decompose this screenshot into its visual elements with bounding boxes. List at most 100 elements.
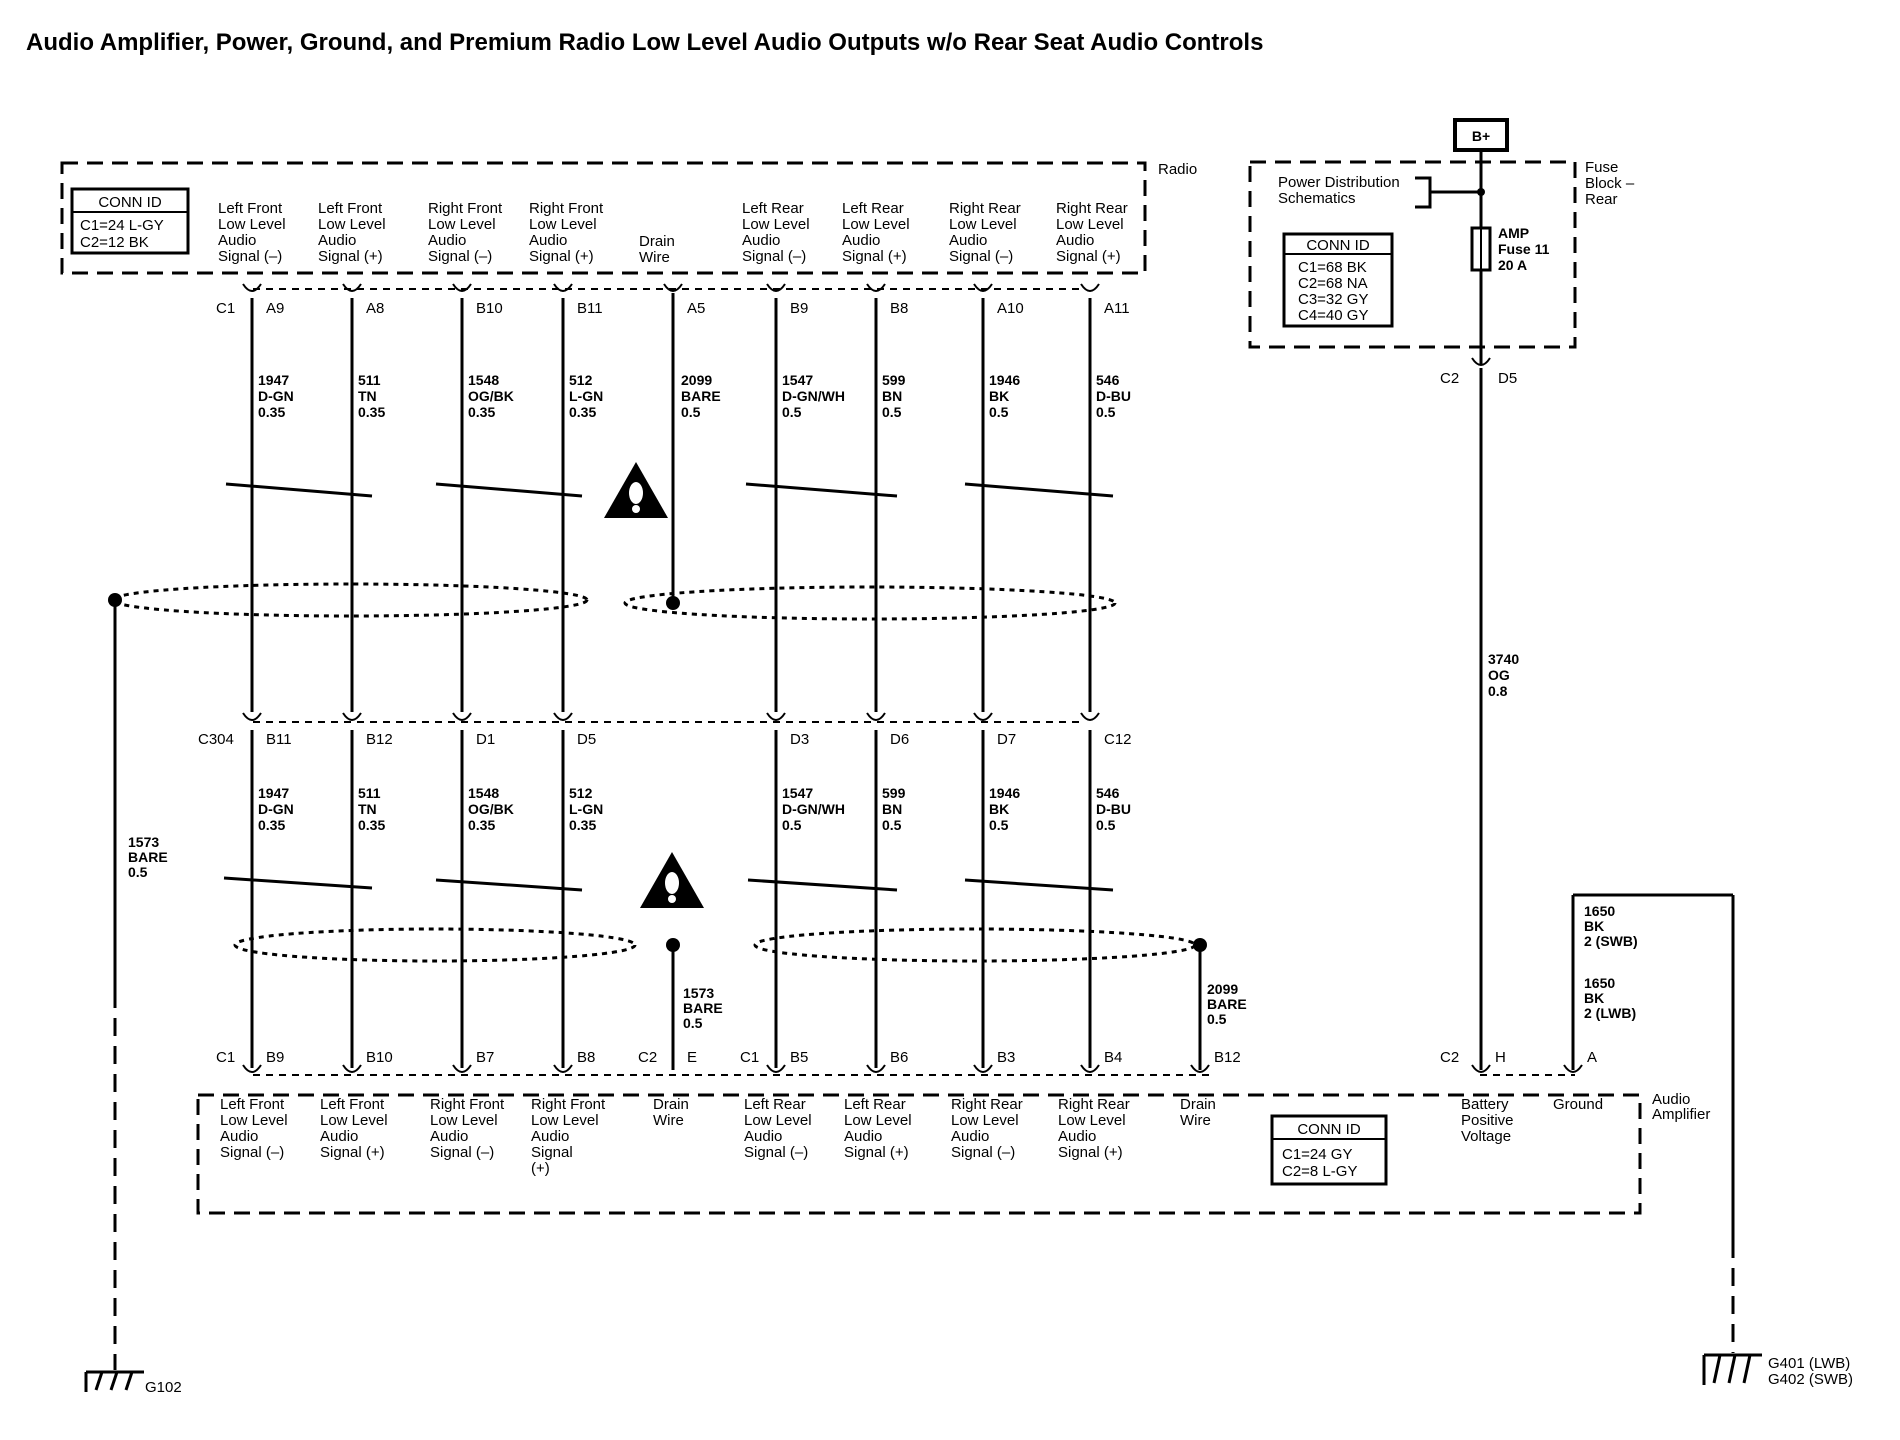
svg-text:Audio: Audio bbox=[842, 232, 880, 249]
signal-wires: 1947D-GN0.35511TN0.351548OG/BK0.35512L-G… bbox=[223, 298, 1131, 1073]
svg-text:BARE: BARE bbox=[683, 1000, 723, 1016]
svg-text:511: 511 bbox=[358, 785, 381, 801]
radio-pin-label: B9 bbox=[790, 300, 808, 317]
amp-terminal-5 bbox=[766, 1064, 786, 1073]
svg-text:512: 512 bbox=[569, 785, 593, 801]
svg-text:OG/BK: OG/BK bbox=[468, 801, 514, 817]
svg-text:TN: TN bbox=[358, 388, 377, 404]
svg-text:C3=32 GY: C3=32 GY bbox=[1298, 291, 1368, 308]
svg-text:C2=8 L-GY: C2=8 L-GY bbox=[1282, 1163, 1357, 1180]
svg-text:Drain: Drain bbox=[653, 1096, 689, 1113]
svg-text:0.5: 0.5 bbox=[782, 404, 802, 420]
svg-text:Low Level: Low Level bbox=[951, 1112, 1019, 1129]
svg-text:Fuse 11: Fuse 11 bbox=[1498, 241, 1550, 257]
svg-text:Low Level: Low Level bbox=[844, 1112, 912, 1129]
svg-text:Right Rear: Right Rear bbox=[949, 200, 1021, 217]
svg-text:BARE: BARE bbox=[128, 849, 168, 865]
svg-text:Signal (–): Signal (–) bbox=[744, 1144, 808, 1161]
svg-text:Battery: Battery bbox=[1461, 1096, 1509, 1113]
ground-icon-g401 bbox=[1702, 1353, 1762, 1385]
wire-label-front-drain: 1573 BARE 0.5 bbox=[683, 985, 723, 1031]
svg-text:0.5: 0.5 bbox=[989, 817, 1009, 833]
radio-pin-label: A9 bbox=[266, 300, 284, 317]
splice-radio-drain bbox=[666, 596, 680, 610]
svg-text:Audio: Audio bbox=[529, 232, 567, 249]
svg-text:0.5: 0.5 bbox=[882, 404, 902, 420]
svg-text:Low Level: Low Level bbox=[318, 216, 386, 233]
svg-text:C1=24 L-GY: C1=24 L-GY bbox=[80, 217, 164, 234]
amp-pin-label: B6 bbox=[890, 1049, 908, 1066]
radio-pin-label: B10 bbox=[476, 300, 503, 317]
c304-pin-d1: D1 bbox=[476, 731, 495, 748]
radio-pin-label: B8 bbox=[890, 300, 908, 317]
c304-pin-d6: D6 bbox=[890, 731, 909, 748]
radio-pin-label: A8 bbox=[366, 300, 384, 317]
fuse-pin-label: D5 bbox=[1498, 370, 1517, 387]
amplifier-box bbox=[196, 1093, 1642, 1215]
svg-text:0.5: 0.5 bbox=[989, 404, 1009, 420]
svg-text:1946: 1946 bbox=[989, 372, 1020, 388]
svg-text:Wire: Wire bbox=[653, 1112, 684, 1129]
svg-text:Right Front: Right Front bbox=[430, 1096, 505, 1113]
svg-text:CONN ID: CONN ID bbox=[1297, 1121, 1361, 1138]
ground-label-g401: G401 (LWB) G402 (SWB) bbox=[1768, 1355, 1853, 1388]
radio-pin-b9 bbox=[766, 283, 786, 292]
svg-text:Audio: Audio bbox=[428, 232, 466, 249]
svg-text:Left Rear: Left Rear bbox=[742, 200, 804, 217]
amp-pin-a bbox=[1563, 1064, 1583, 1073]
amp-pin-label: B12 bbox=[1214, 1049, 1241, 1066]
shield-front-upper bbox=[111, 582, 589, 618]
radio-conn-id: CONN ID C1=24 L-GY C2=12 BK bbox=[70, 187, 190, 255]
svg-text:0.5: 0.5 bbox=[1207, 1011, 1227, 1027]
amp-pin-label: B10 bbox=[366, 1049, 393, 1066]
svg-text:Low Level: Low Level bbox=[320, 1112, 388, 1129]
c304-pin-d3: D3 bbox=[790, 731, 809, 748]
signal-wire-3 bbox=[452, 298, 472, 1073]
svg-text:0.35: 0.35 bbox=[468, 404, 495, 420]
twisted-pair-mark bbox=[747, 878, 898, 892]
svg-text:D-GN: D-GN bbox=[258, 388, 294, 404]
wire-label-ground-lwb: 1650 BK 2 (LWB) bbox=[1584, 975, 1636, 1021]
svg-text:Audio: Audio bbox=[1058, 1128, 1096, 1145]
diagram-title: Audio Amplifier, Power, Ground, and Prem… bbox=[26, 29, 1263, 56]
shield-rear-lower bbox=[753, 927, 1197, 963]
svg-text:Audio: Audio bbox=[430, 1128, 468, 1145]
svg-text:Amplifier: Amplifier bbox=[1652, 1106, 1710, 1123]
svg-text:Signal (+): Signal (+) bbox=[842, 248, 907, 265]
twisted-pair-mark bbox=[964, 878, 1114, 892]
svg-text:BK: BK bbox=[1584, 918, 1604, 934]
fuse-connector-label: C2 bbox=[1440, 370, 1459, 387]
svg-text:Left Rear: Left Rear bbox=[844, 1096, 906, 1113]
amp-pin-label: H bbox=[1495, 1049, 1506, 1066]
amp-pin-b12 bbox=[1190, 1064, 1210, 1073]
twisted-pair-mark bbox=[964, 482, 1114, 498]
twisted-pair-mark bbox=[223, 876, 373, 890]
wire-label-rear-drain: 2099 BARE 0.5 bbox=[1207, 981, 1247, 1027]
svg-text:Signal (+): Signal (+) bbox=[320, 1144, 385, 1161]
radio-connector-label: C1 bbox=[216, 300, 235, 317]
svg-text:Low Level: Low Level bbox=[428, 216, 496, 233]
amp-pin-label: B3 bbox=[997, 1049, 1015, 1066]
svg-text:Audio: Audio bbox=[951, 1128, 989, 1145]
amp-pin-label: B9 bbox=[266, 1049, 284, 1066]
svg-text:Audio: Audio bbox=[844, 1128, 882, 1145]
svg-text:Signal (–): Signal (–) bbox=[949, 248, 1013, 265]
svg-text:0.5: 0.5 bbox=[683, 1015, 703, 1031]
svg-text:1573: 1573 bbox=[128, 834, 159, 850]
svg-text:Wire: Wire bbox=[1180, 1112, 1211, 1129]
svg-text:1650: 1650 bbox=[1584, 975, 1615, 991]
amp-pin-label: E bbox=[687, 1049, 697, 1066]
svg-text:Low Level: Low Level bbox=[430, 1112, 498, 1129]
svg-text:0.8: 0.8 bbox=[1488, 683, 1508, 699]
svg-text:1946: 1946 bbox=[989, 785, 1020, 801]
